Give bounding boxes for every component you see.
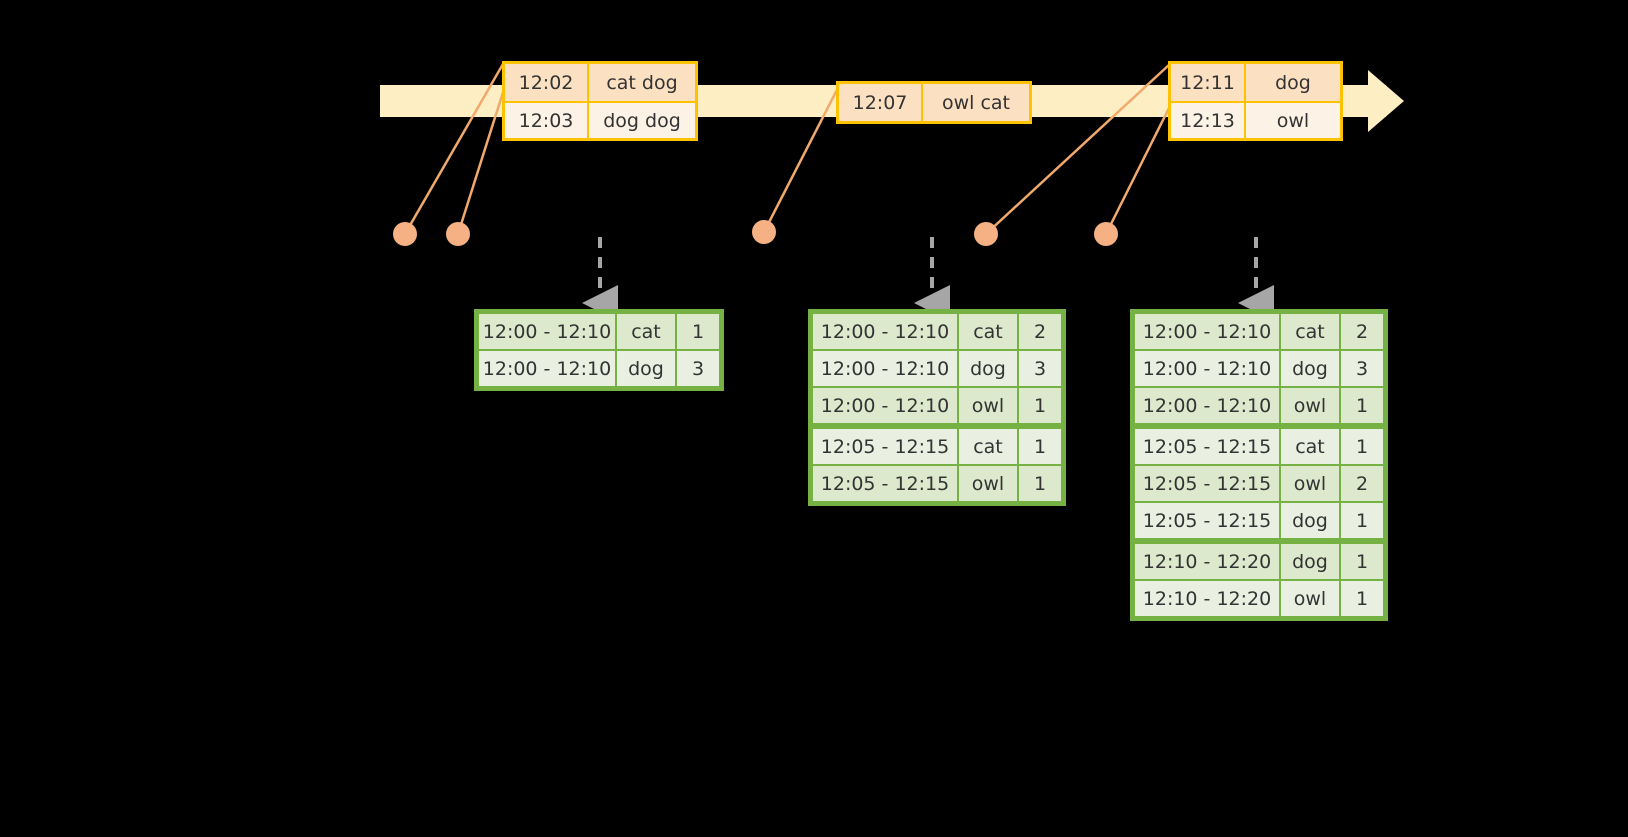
word-cell: dog — [959, 351, 1017, 386]
word-cell: owl — [959, 466, 1017, 501]
word-cell: owl — [1281, 581, 1339, 616]
count-cell: 2 — [1019, 314, 1061, 349]
count-cell: 3 — [1019, 351, 1061, 386]
event-words: dog — [1246, 64, 1340, 101]
event-words: dog dog — [589, 101, 695, 138]
timeline-arrowhead-icon — [1368, 70, 1404, 132]
word-cell: cat — [1281, 429, 1339, 464]
event-row: 12:07 owl cat — [839, 84, 1029, 121]
window-range-cell: 12:00 - 12:10 — [1135, 351, 1279, 386]
count-cell: 3 — [1341, 351, 1383, 386]
event-box-2: 12:07 owl cat — [836, 81, 1032, 124]
word-cell: cat — [959, 429, 1017, 464]
count-cell: 1 — [1341, 503, 1383, 538]
word-cell: owl — [1281, 466, 1339, 501]
event-dots — [393, 220, 1118, 246]
count-cell: 2 — [1341, 466, 1383, 501]
event-time: 12:03 — [505, 101, 589, 138]
count-cell: 1 — [677, 314, 719, 349]
event-dot-1203 — [446, 222, 470, 246]
window-range-cell: 12:05 - 12:15 — [813, 466, 957, 501]
count-cell: 1 — [1341, 581, 1383, 616]
word-cell: cat — [959, 314, 1017, 349]
event-dot-1213 — [1094, 222, 1118, 246]
event-row: 12:03 dog dog — [505, 101, 695, 138]
word-cell: owl — [1281, 388, 1339, 423]
window-range-cell: 12:00 - 12:10 — [813, 314, 957, 349]
window-range-cell: 12:00 - 12:10 — [813, 351, 957, 386]
event-time: 12:11 — [1171, 64, 1246, 101]
word-cell: dog — [1281, 351, 1339, 386]
event-dot-1202 — [393, 222, 417, 246]
window-range-cell: 12:00 - 12:10 — [1135, 388, 1279, 423]
word-cell: dog — [617, 351, 675, 386]
window-range-cell: 12:00 - 12:10 — [479, 314, 615, 349]
word-cell: owl — [959, 388, 1017, 423]
count-cell: 2 — [1341, 314, 1383, 349]
event-time: 12:13 — [1171, 101, 1246, 138]
window-range-cell: 12:05 - 12:15 — [1135, 466, 1279, 501]
connector-1213 — [1104, 97, 1176, 235]
count-cell: 1 — [1341, 544, 1383, 579]
event-row: 12:13 owl — [1171, 101, 1340, 138]
word-cell: dog — [1281, 544, 1339, 579]
window-range-cell: 12:10 - 12:20 — [1135, 581, 1279, 616]
count-cell: 1 — [1341, 429, 1383, 464]
window-range-cell: 12:05 - 12:15 — [1135, 503, 1279, 538]
event-dot-1207 — [752, 220, 776, 244]
word-cell: cat — [617, 314, 675, 349]
event-time: 12:07 — [839, 84, 923, 121]
connector-1207 — [762, 83, 842, 233]
event-words: owl — [1246, 101, 1340, 138]
event-time: 12:02 — [505, 64, 589, 101]
connector-1211 — [985, 63, 1171, 235]
word-cell: cat — [1281, 314, 1339, 349]
window-range-cell: 12:00 - 12:10 — [479, 351, 615, 386]
event-words: owl cat — [923, 84, 1029, 121]
connector-1202 — [403, 63, 505, 235]
window-range-cell: 12:00 - 12:10 — [1135, 314, 1279, 349]
event-words: cat dog — [589, 64, 695, 101]
event-dot-1211 — [974, 222, 998, 246]
count-cell: 1 — [1019, 429, 1061, 464]
word-cell: dog — [1281, 503, 1339, 538]
count-cell: 1 — [1019, 466, 1061, 501]
count-cell: 1 — [1019, 388, 1061, 423]
emit-arrows — [582, 237, 1274, 321]
count-cell: 3 — [677, 351, 719, 386]
event-row: 12:02 cat dog — [505, 64, 695, 101]
window-range-cell: 12:00 - 12:10 — [813, 388, 957, 423]
event-row: 12:11 dog — [1171, 64, 1340, 101]
window-range-cell: 12:05 - 12:15 — [813, 429, 957, 464]
event-box-1: 12:02 cat dog 12:03 dog dog — [502, 61, 698, 141]
window-range-cell: 12:10 - 12:20 — [1135, 544, 1279, 579]
count-cell: 1 — [1341, 388, 1383, 423]
window-range-cell: 12:05 - 12:15 — [1135, 429, 1279, 464]
event-box-3: 12:11 dog 12:13 owl — [1168, 61, 1343, 141]
